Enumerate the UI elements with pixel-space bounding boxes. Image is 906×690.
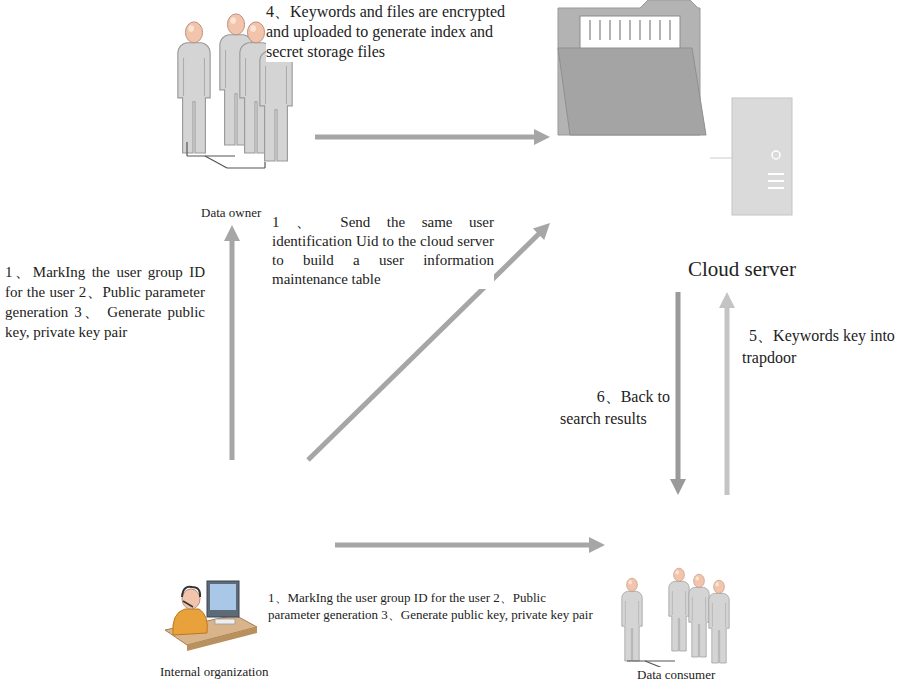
step-label: 1 、 Send the same user identification Ui… [272, 213, 494, 289]
step-label: 4、Keywords and files are encrypted and u… [266, 2, 524, 62]
flow-arrow [335, 537, 605, 553]
flow-arrow [315, 129, 550, 145]
internal-organization: Internal organization [150, 460, 335, 688]
node-caption: Data owner [199, 205, 263, 221]
flow-arrow [719, 292, 735, 495]
data-consumer-group: Data consumer [605, 495, 775, 688]
flow-arrow [670, 292, 686, 495]
node-caption: Internal organization [158, 664, 270, 680]
step-label: 5、Keywords key into trapdoor [742, 325, 902, 369]
node-caption: Data consumer [635, 667, 717, 683]
figure-icon [550, 0, 812, 292]
step-label: 1、MarkIng the user group ID for the user… [268, 589, 598, 623]
step-label: 1、MarkIng the user group ID for the user… [5, 262, 205, 342]
step-label: 6、Back to search results [560, 386, 670, 430]
figure-icon [150, 460, 335, 688]
node-caption: Cloud server [686, 256, 798, 282]
flow-arrow [224, 225, 240, 460]
figure-icon [605, 495, 775, 688]
cloud-server: Cloud server [550, 0, 812, 292]
